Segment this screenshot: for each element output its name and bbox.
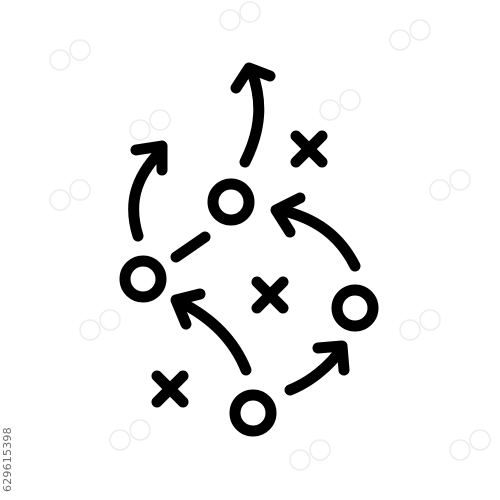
arrow-curve-left-icon	[270, 192, 361, 272]
player-circle-left	[119, 255, 167, 303]
opponent-x-bottom-left	[151, 370, 189, 408]
pass-line	[170, 231, 211, 263]
arrow-curve-up-right-icon	[284, 340, 350, 396]
opponent-x-top-right	[290, 130, 328, 168]
player-circle-top	[207, 178, 255, 226]
player-circle-right	[331, 284, 379, 332]
arrow-curve-up-left-icon	[170, 288, 252, 376]
opponent-x-center	[251, 276, 289, 314]
arrow-up-icon	[230, 62, 276, 168]
arrow-up-left-icon	[128, 140, 168, 242]
player-circle-bottom	[229, 389, 277, 437]
